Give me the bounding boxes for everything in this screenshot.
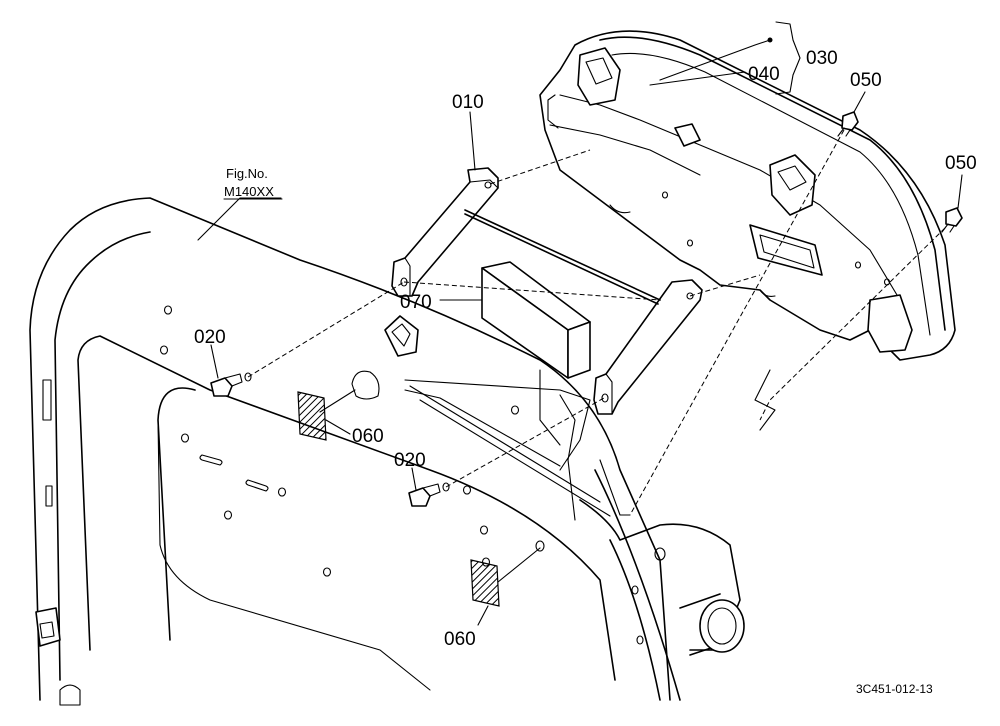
foam-pad (481, 261, 591, 379)
figure-ref-line1: Fig.No. (226, 166, 268, 181)
drawing-code: 3C451-012-13 (856, 682, 933, 696)
hatched-labels (297, 391, 500, 607)
figure-ref-line2: M140XX (224, 184, 274, 199)
instrument-cluster (539, 30, 956, 361)
mounting-bracket (391, 167, 703, 415)
callout-060-top: 060 (352, 426, 384, 447)
callout-030: 030 (806, 48, 838, 69)
callout-020-bottom: 020 (394, 450, 426, 471)
assembly-lines (247, 129, 946, 516)
callout-050-right: 050 (945, 153, 977, 174)
callout-070: 070 (400, 292, 432, 313)
dashboard-panel (29, 197, 671, 706)
callout-050-top: 050 (850, 70, 882, 91)
callout-060-bottom: 060 (444, 629, 476, 650)
panel-holes (159, 305, 545, 577)
bolts-020 (210, 372, 450, 507)
callout-040: 040 (748, 64, 780, 85)
callout-010: 010 (452, 92, 484, 113)
column-bracket (384, 315, 745, 701)
callout-020-top: 020 (194, 327, 226, 348)
leader-lines (197, 21, 963, 626)
